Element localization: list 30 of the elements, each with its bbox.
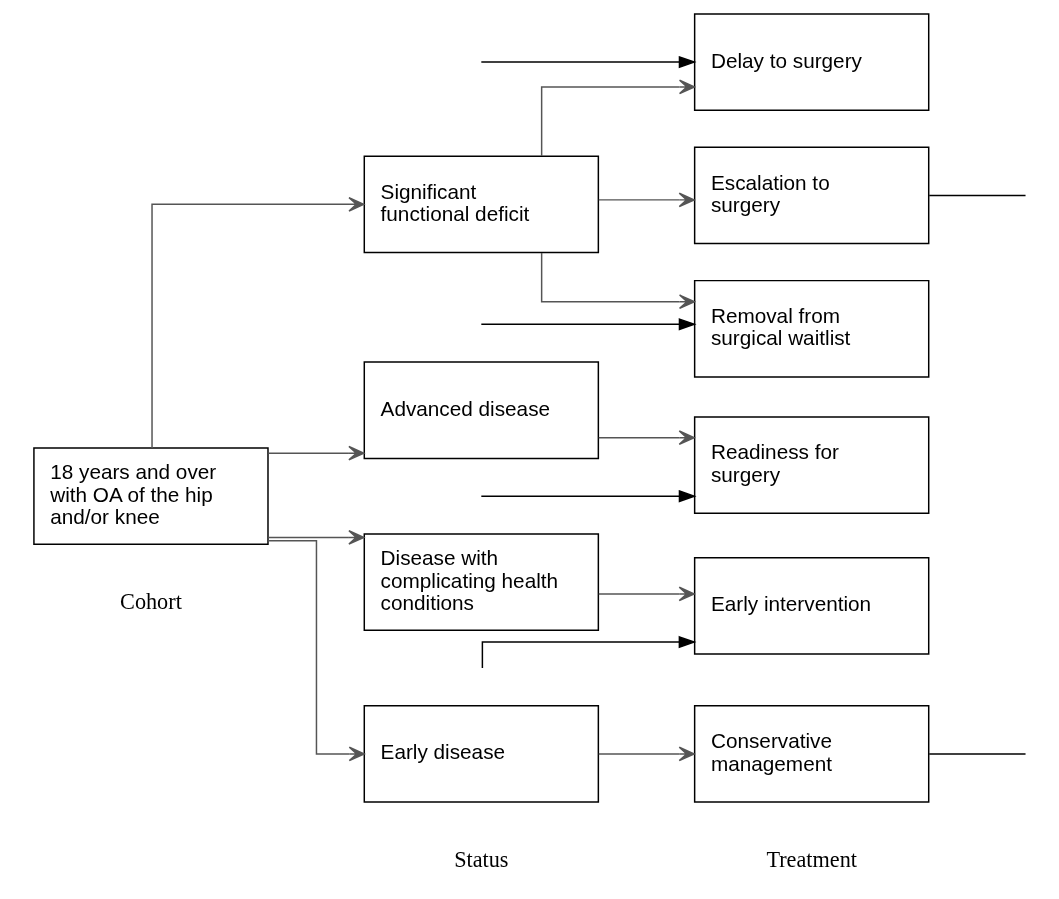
arrow	[267, 530, 364, 545]
arrow	[480, 489, 697, 503]
node-box: Conservative management	[693, 705, 929, 803]
arrow	[540, 252, 695, 310]
node-box: Escalation to surgery	[693, 146, 929, 245]
arrow	[480, 55, 697, 69]
node-box: Disease with complicating health conditions	[363, 533, 599, 631]
node-box: Advanced disease	[363, 361, 599, 460]
arrow	[480, 318, 697, 331]
node-box: Significant functional deficit	[363, 155, 599, 254]
label: Status	[453, 847, 508, 873]
arrow	[481, 635, 696, 669]
label: Treatment	[765, 847, 857, 873]
node-box: Delay to surgery	[693, 13, 929, 111]
label: Cohort	[119, 589, 182, 615]
arrow	[597, 192, 695, 208]
arrow	[266, 540, 365, 762]
arrow	[150, 196, 365, 449]
arrow	[597, 430, 695, 446]
node-box: Early intervention	[693, 556, 929, 655]
arrow	[597, 586, 695, 602]
arrow	[267, 445, 364, 461]
node-box: Early disease	[363, 705, 599, 803]
node-box: Removal from surgical waitlist	[693, 279, 929, 378]
node-box: Readiness for surgery	[693, 416, 929, 514]
node-box: 18 years and over with OA of the hip and/or knee	[32, 447, 269, 546]
arrow	[540, 79, 695, 157]
arrow	[597, 746, 695, 762]
connector	[928, 194, 1026, 197]
connector	[928, 753, 1026, 755]
